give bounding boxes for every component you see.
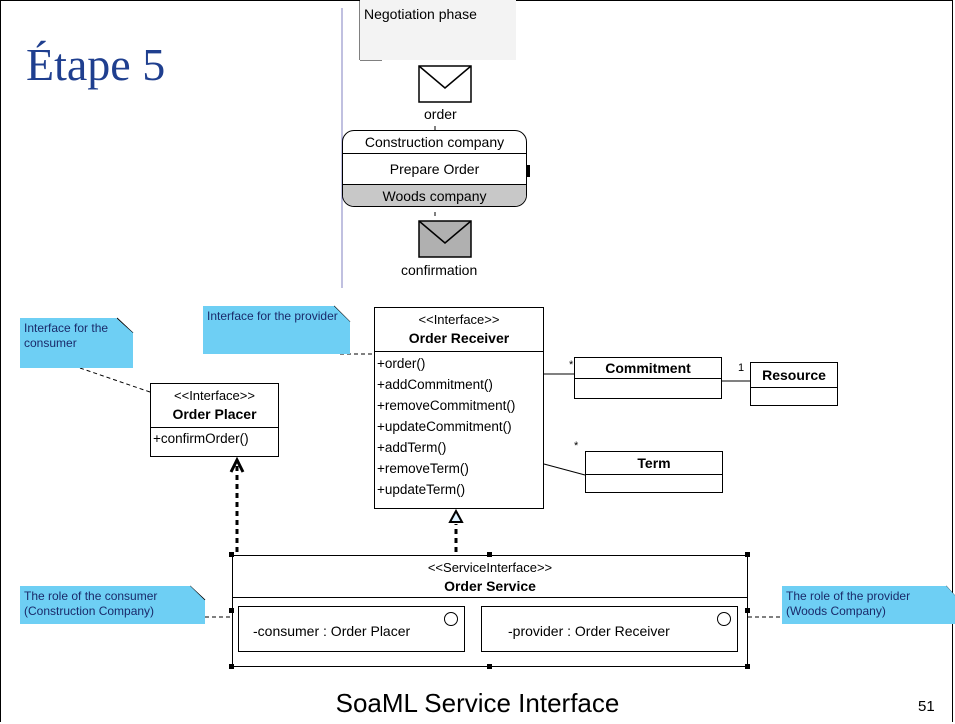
note-provider-role: The role of the provider (Woods Company): [782, 586, 955, 624]
resource-name: Resource: [751, 363, 837, 388]
operation-remove-term: +removeTerm(): [377, 461, 469, 476]
prepare-order-activity[interactable]: Construction company Prepare Order Woods…: [342, 130, 527, 207]
confirmation-envelope-icon: [418, 220, 472, 258]
note-consumer-interface: Interface for the consumer: [20, 318, 133, 368]
term-multiplicity: *: [574, 440, 579, 452]
order-receiver-stereotype: <<Interface>>: [418, 312, 500, 327]
note-provider-interface: Interface for the provider: [203, 306, 350, 354]
port-circle-icon: [444, 612, 458, 626]
message-order-label: order: [424, 106, 457, 122]
lane-woods-company: Woods company: [343, 185, 526, 206]
part-consumer-label: -consumer : Order Placer: [253, 623, 411, 639]
order-service-stereotype: <<ServiceInterface>>: [427, 560, 553, 575]
resize-handle[interactable]: [229, 664, 234, 669]
task-prepare-order: Prepare Order: [343, 154, 526, 185]
class-order-placer[interactable]: <<Interface>> Order Placer +confirmOrder…: [150, 383, 279, 457]
class-commitment[interactable]: Commitment: [574, 357, 722, 399]
class-term[interactable]: Term: [585, 451, 723, 493]
term-name: Term: [586, 452, 722, 475]
resize-handle[interactable]: [229, 608, 234, 613]
resource-multiplicity: 1: [738, 362, 745, 374]
part-provider[interactable]: -provider : Order Receiver: [481, 606, 738, 652]
resize-handle[interactable]: [487, 664, 492, 669]
commitment-multiplicity: *: [569, 359, 574, 371]
negotiation-phase-label: Negotiation phase: [360, 0, 516, 60]
order-envelope-icon: [418, 65, 472, 103]
operation-update-commitment: +updateCommitment(): [377, 419, 512, 434]
operation-order: +order(): [377, 356, 426, 371]
resize-handle[interactable]: [745, 552, 750, 557]
resize-handle[interactable]: [745, 608, 750, 613]
slide-title: Étape 5: [26, 39, 166, 90]
order-placer-name: Order Placer: [172, 406, 257, 422]
operation-add-term: +addTerm(): [377, 440, 447, 455]
order-service-name: Order Service: [444, 578, 536, 594]
message-confirmation-label: confirmation: [401, 262, 478, 278]
slide-footer: SoaML Service Interface: [335, 688, 620, 718]
commitment-name: Commitment: [575, 358, 721, 379]
class-order-receiver[interactable]: <<Interface>> Order Receiver +order() +a…: [374, 307, 544, 509]
lane-construction-company: Construction company: [343, 131, 526, 154]
order-receiver-name: Order Receiver: [408, 330, 510, 346]
operation-add-commitment: +addCommitment(): [377, 377, 493, 392]
part-consumer[interactable]: -consumer : Order Placer: [238, 606, 465, 652]
class-resource[interactable]: Resource: [750, 362, 838, 406]
operation-update-term: +updateTerm(): [377, 482, 466, 497]
operation-confirm-order: +confirmOrder(): [153, 431, 249, 446]
resize-handle[interactable]: [229, 552, 234, 557]
operation-remove-commitment: +removeCommitment(): [377, 398, 516, 413]
resize-handle[interactable]: [487, 552, 492, 557]
note-consumer-role: The role of the consumer (Construction C…: [20, 586, 205, 624]
order-placer-stereotype: <<Interface>>: [174, 388, 255, 403]
part-provider-label: -provider : Order Receiver: [508, 623, 670, 639]
resize-handle[interactable]: [745, 664, 750, 669]
port-circle-icon: [717, 612, 731, 626]
page-number: 51: [918, 698, 935, 715]
